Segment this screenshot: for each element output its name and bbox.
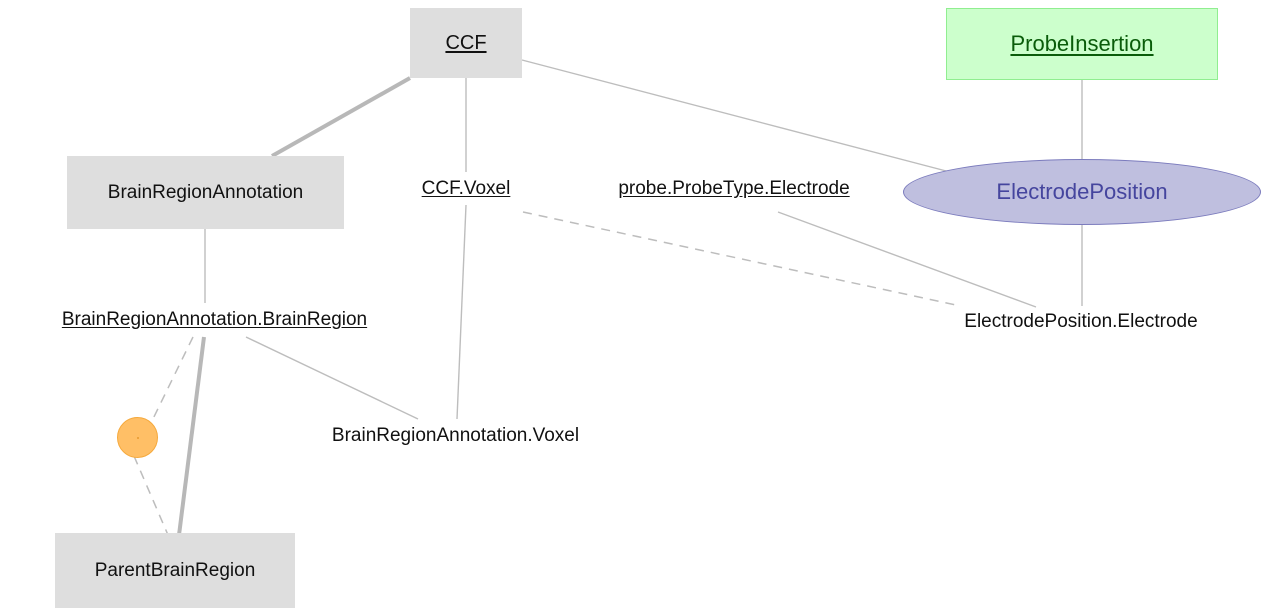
node-center-dot xyxy=(136,436,139,439)
node-ccf[interactable]: CCF xyxy=(410,8,522,78)
edge-orange-node-to-parent-brain-region xyxy=(133,455,169,536)
edge-ccf-voxel-to-brain-region-annotation-voxel xyxy=(456,204,467,420)
node-label: BrainRegionAnnotation.BrainRegion xyxy=(61,309,368,330)
edge-probe-probetype-electrode-to-electrode-position-electrode xyxy=(777,211,1037,308)
edge-brain-region-annotation-brainregion-to-brain-region-annotation-voxel xyxy=(245,336,419,420)
node-ccf-voxel[interactable]: CCF.Voxel xyxy=(410,175,522,203)
node-electrode-position-electrode[interactable]: ElectrodePosition.Electrode xyxy=(948,308,1214,336)
node-label: CCF xyxy=(445,31,487,54)
node-parent-brain-region[interactable]: ParentBrainRegion xyxy=(55,533,295,608)
node-label: probe.ProbeType.Electrode xyxy=(618,178,850,199)
node-brain-region-annotation-voxel[interactable]: BrainRegionAnnotation.Voxel xyxy=(315,422,596,450)
edge-brain-region-annotation-brainregion-to-orange-node xyxy=(149,336,194,426)
node-label: ProbeInsertion xyxy=(1010,31,1154,56)
edge-brain-region-annotation-brainregion-to-parent-brain-region xyxy=(177,336,206,536)
node-label: CCF.Voxel xyxy=(421,178,511,199)
edge-ccf-to-brain-region-annotation xyxy=(271,76,411,158)
node-orange-node[interactable] xyxy=(117,417,158,458)
node-label: ElectrodePosition.Electrode xyxy=(964,311,1198,332)
node-brain-region-annotation[interactable]: BrainRegionAnnotation xyxy=(67,156,344,229)
node-electrode-position[interactable]: ElectrodePosition xyxy=(903,159,1261,225)
node-label: ElectrodePosition xyxy=(996,179,1168,204)
node-label: BrainRegionAnnotation.Voxel xyxy=(331,425,580,446)
edge-ccf-to-electrode-position xyxy=(521,59,951,173)
node-probe-insertion[interactable]: ProbeInsertion xyxy=(946,8,1218,80)
node-probe-probetype-electrode[interactable]: probe.ProbeType.Electrode xyxy=(600,175,868,203)
node-label: ParentBrainRegion xyxy=(94,559,256,581)
edge-ccf-voxel-to-electrode-position-electrode xyxy=(522,211,957,306)
node-brain-region-annotation-brainregion[interactable]: BrainRegionAnnotation.BrainRegion xyxy=(41,306,388,334)
node-label: BrainRegionAnnotation xyxy=(107,181,304,203)
